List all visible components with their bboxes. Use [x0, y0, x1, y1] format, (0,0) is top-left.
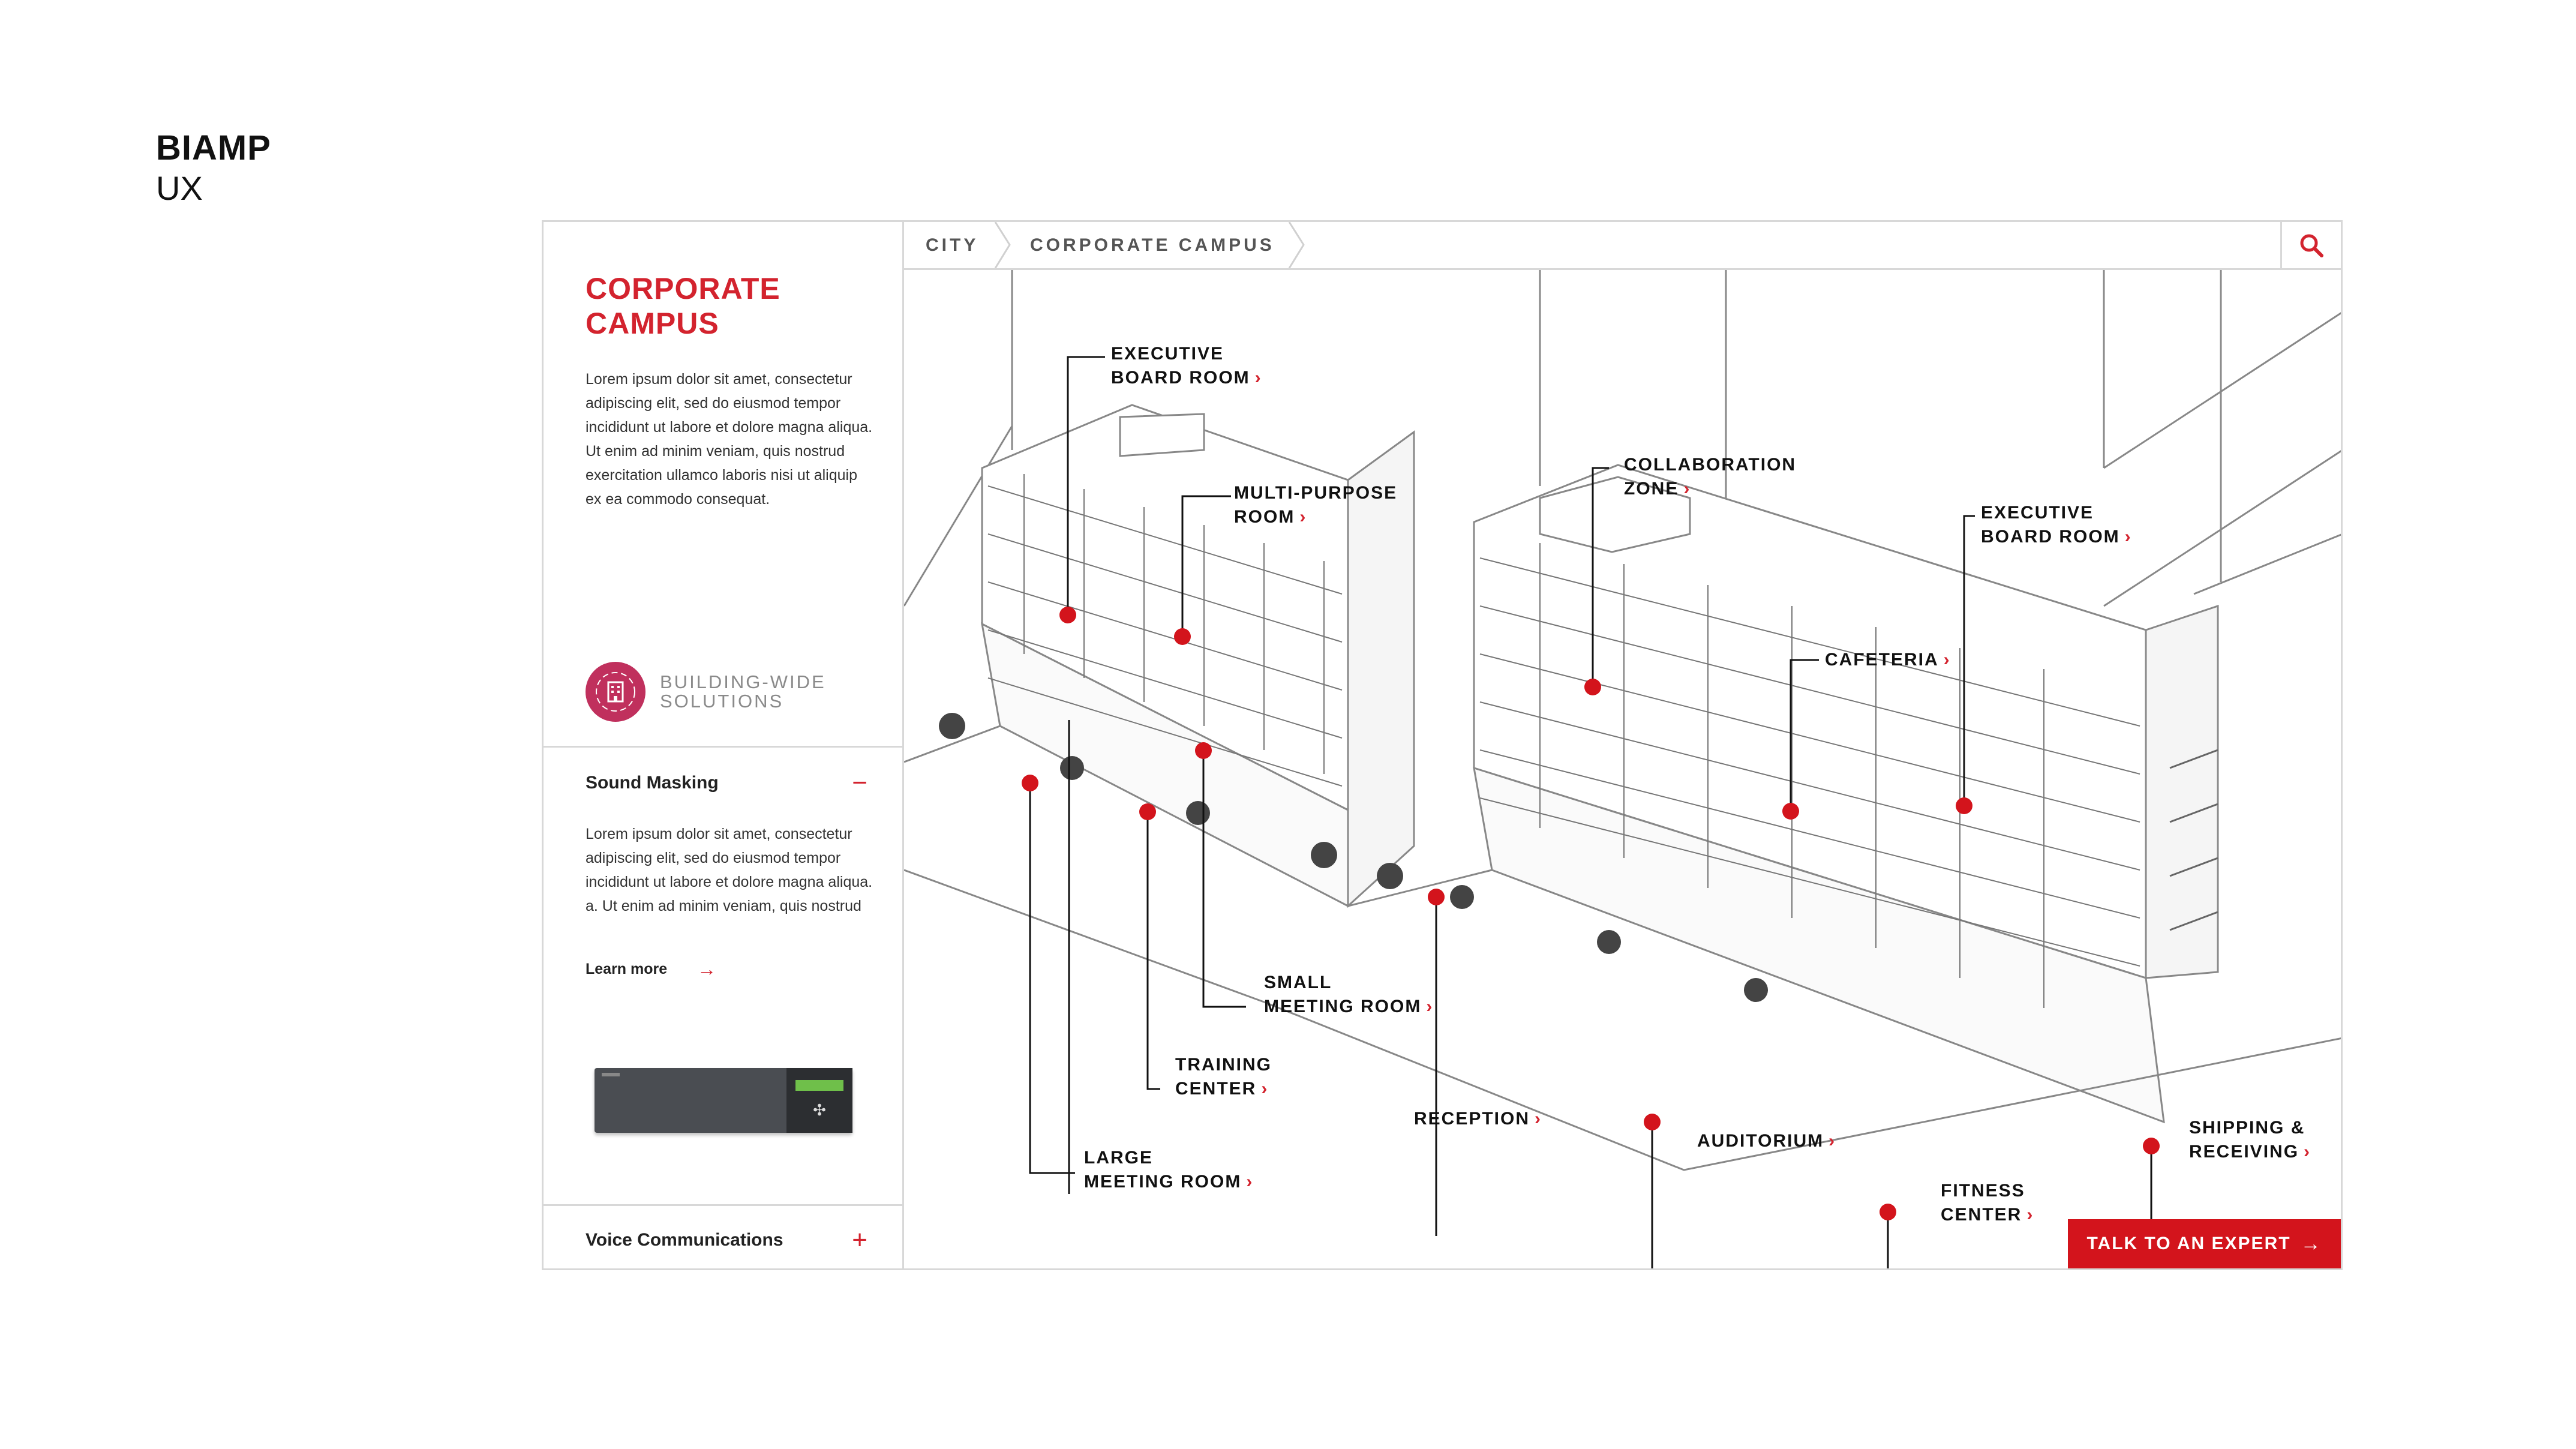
chevron-right-icon: ›: [1683, 479, 1691, 499]
hotspot-small-meeting-room[interactable]: SMALL MEETING ROOM›: [1264, 973, 1434, 1016]
expand-icon[interactable]: +: [852, 1225, 867, 1255]
hotspot-cafeteria[interactable]: CAFETERIA›: [1825, 650, 1951, 670]
accordion-sound-masking[interactable]: Sound Masking −: [586, 768, 867, 798]
divider: [544, 746, 902, 748]
accordion-title: Voice Communications: [586, 1230, 783, 1250]
chevron-right-icon: ›: [1535, 1109, 1542, 1129]
building-map: EXECUTIVE BOARD ROOM› MULTI-PURPOSE ROOM…: [904, 270, 2341, 1268]
collapse-icon[interactable]: −: [852, 768, 867, 797]
hotspot-large-meeting-room[interactable]: LARGE MEETING ROOM›: [1084, 1148, 1254, 1192]
chevron-right-icon: ›: [1299, 507, 1307, 527]
arrow-right-icon: →: [697, 958, 717, 980]
hotspot-fitness-center[interactable]: FITNESS CENTER›: [1941, 1181, 2034, 1225]
hotspot-shipping-receiving[interactable]: SHIPPING & RECEIVING›: [2189, 1118, 2311, 1162]
building-icon: [586, 662, 645, 722]
search-icon: [2300, 234, 2323, 257]
chevron-right-icon: ›: [1829, 1131, 1836, 1151]
chevron-right-icon: ›: [1943, 650, 1951, 670]
search-button[interactable]: [2280, 222, 2341, 268]
building-illustration: [904, 270, 2341, 1268]
building-wide-solutions[interactable]: BUILDING-WIDE SOLUTIONS: [586, 662, 858, 722]
hotspot-executive-board-room-2[interactable]: EXECUTIVE BOARD ROOM›: [1981, 503, 2132, 547]
chevron-right-icon: ›: [1254, 368, 1262, 388]
accordion-voice-communications[interactable]: Voice Communications +: [586, 1225, 867, 1255]
learn-more-link[interactable]: Learn more →: [586, 958, 716, 980]
hotspot-multi-purpose-room[interactable]: MULTI-PURPOSE ROOM›: [1234, 483, 1398, 527]
product-image: ✣: [595, 1068, 852, 1133]
breadcrumb-separator: [994, 222, 1011, 268]
hotspot-executive-board-room-1[interactable]: EXECUTIVE BOARD ROOM›: [1111, 344, 1262, 388]
page-description: Lorem ipsum dolor sit amet, consectetur …: [586, 371, 873, 508]
arrow-right-icon: →: [2300, 1232, 2322, 1255]
hotspot-markers[interactable]: [1022, 607, 2160, 1220]
accordion-title: Sound Masking: [586, 773, 719, 793]
chevron-right-icon: ›: [2304, 1142, 2311, 1162]
hotspot-reception[interactable]: RECEPTION›: [1414, 1109, 1542, 1129]
breadcrumb-separator: [1288, 222, 1305, 268]
divider: [544, 1204, 902, 1206]
page-title: CORPORATE CAMPUS: [586, 272, 780, 340]
hotspot-auditorium[interactable]: AUDITORIUM›: [1697, 1131, 1836, 1151]
brand-name: BIAMP: [156, 128, 271, 167]
app-frame: CORPORATE CAMPUS Lorem ipsum dolor sit a…: [542, 220, 2343, 1270]
accordion-description: Lorem ipsum dolor sit amet, consectetur …: [586, 826, 873, 914]
hotspot-training-center[interactable]: TRAINING CENTER›: [1175, 1055, 1272, 1099]
chevron-right-icon: ›: [2124, 527, 2132, 547]
hotspot-collaboration-zone[interactable]: COLLABORATION ZONE›: [1624, 455, 1797, 499]
brand-subtitle: UX: [156, 169, 203, 207]
chevron-right-icon: ›: [2026, 1205, 2034, 1225]
breadcrumb-item-corporate-campus[interactable]: CORPORATE CAMPUS: [1030, 235, 1275, 255]
cta-label: TALK TO AN EXPERT: [2086, 1234, 2291, 1253]
building-wide-label: BUILDING-WIDE SOLUTIONS: [660, 671, 826, 712]
breadcrumb-item-city[interactable]: CITY: [926, 235, 979, 255]
chevron-right-icon: ›: [1261, 1079, 1269, 1099]
chevron-right-icon: ›: [1426, 997, 1434, 1016]
chevron-right-icon: ›: [1246, 1172, 1254, 1192]
main-panel: CITY CORPORATE CAMPUS: [904, 222, 2341, 1268]
learn-more-label: Learn more: [586, 961, 668, 977]
brand: BIAMP UX: [156, 131, 271, 205]
talk-to-expert-button[interactable]: TALK TO AN EXPERT →: [2068, 1219, 2341, 1268]
sidebar: CORPORATE CAMPUS Lorem ipsum dolor sit a…: [544, 222, 904, 1268]
breadcrumb: CITY CORPORATE CAMPUS: [904, 222, 2341, 270]
